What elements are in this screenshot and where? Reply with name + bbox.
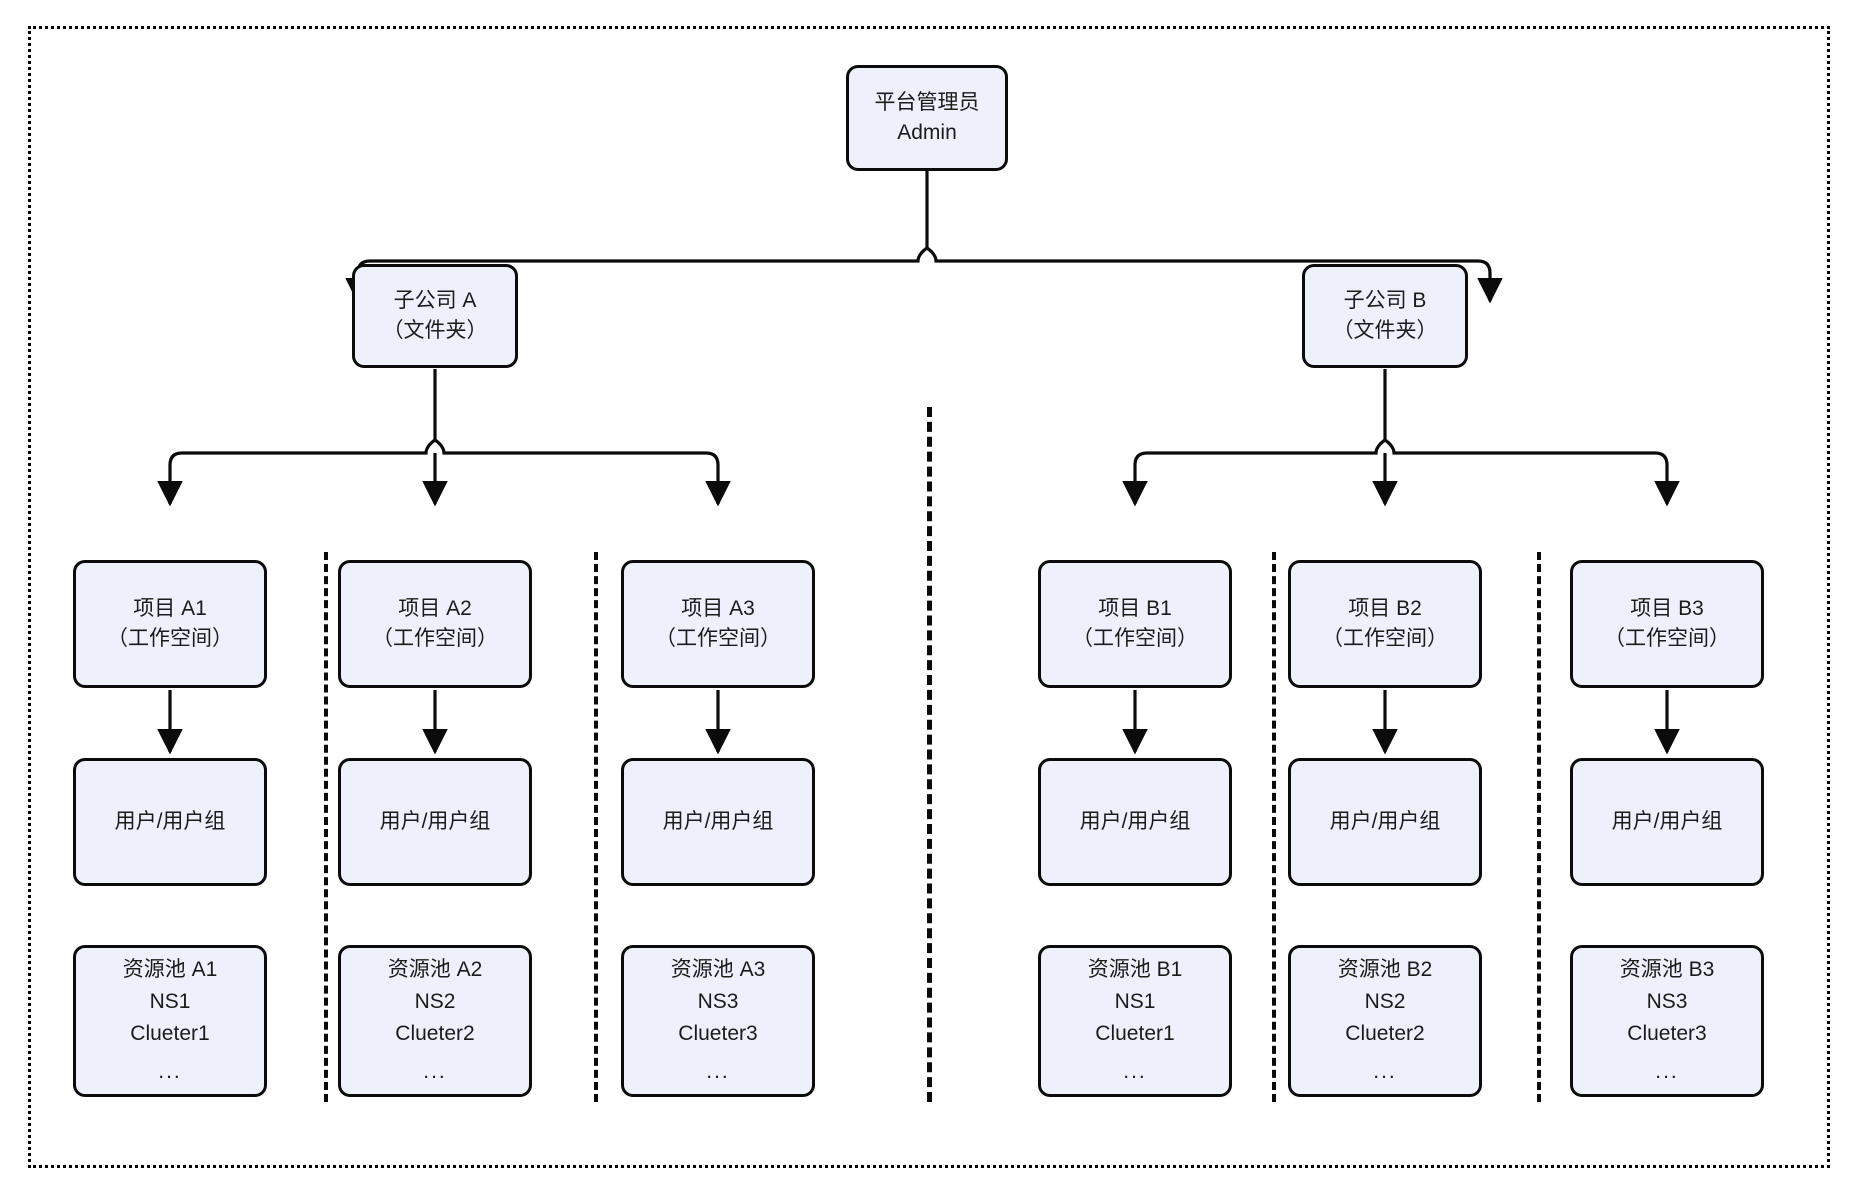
node-pool-a1-line1: 资源池 A1 xyxy=(122,958,218,982)
node-pool-b1-line3: Clueter1 xyxy=(1095,1022,1175,1045)
node-users-b3-label: 用户/用户组 xyxy=(1611,810,1723,834)
node-subsidiary-b-line2: （文件夹） xyxy=(1332,319,1438,342)
column-separator-a1-a2 xyxy=(324,552,328,1102)
node-users-a1[interactable]: 用户/用户组 xyxy=(73,758,267,886)
node-project-b2-line2: （工作空间） xyxy=(1322,627,1448,650)
node-platform-admin-line1: 平台管理员 xyxy=(874,91,980,115)
node-platform-admin[interactable]: 平台管理员 Admin xyxy=(846,65,1008,171)
node-project-b1[interactable]: 项目 B1 （工作空间） xyxy=(1038,560,1232,688)
node-pool-b3-line2: NS3 xyxy=(1646,990,1688,1014)
diagram-outer-frame xyxy=(28,26,1830,1168)
node-pool-b1-line4: ... xyxy=(1123,1059,1147,1083)
node-project-b1-line2: （工作空间） xyxy=(1072,627,1198,650)
node-pool-a1-line3: Clueter1 xyxy=(130,1022,210,1045)
node-subsidiary-b-line1: 子公司 B xyxy=(1343,289,1427,313)
node-pool-a2[interactable]: 资源池 A2 NS2 Clueter2 ... xyxy=(338,945,532,1097)
node-pool-a3-line3: Clueter3 xyxy=(678,1022,758,1045)
node-pool-b2-line4: ... xyxy=(1373,1059,1397,1083)
node-pool-a1-line2: NS1 xyxy=(149,990,191,1014)
node-project-a1[interactable]: 项目 A1 （工作空间） xyxy=(73,560,267,688)
node-project-a3[interactable]: 项目 A3 （工作空间） xyxy=(621,560,815,688)
node-project-b3-line1: 项目 B3 xyxy=(1630,597,1704,621)
node-project-a3-line2: （工作空间） xyxy=(655,627,781,650)
node-pool-b3-line1: 资源池 B3 xyxy=(1619,958,1715,982)
node-pool-b3-line4: ... xyxy=(1655,1059,1679,1083)
node-project-b3[interactable]: 项目 B3 （工作空间） xyxy=(1570,560,1764,688)
node-users-b2[interactable]: 用户/用户组 xyxy=(1288,758,1482,886)
node-project-a1-line1: 项目 A1 xyxy=(133,597,207,621)
node-pool-a3-line1: 资源池 A3 xyxy=(670,958,766,982)
node-project-a2[interactable]: 项目 A2 （工作空间） xyxy=(338,560,532,688)
node-project-a2-line1: 项目 A2 xyxy=(398,597,472,621)
node-pool-b1-line2: NS1 xyxy=(1114,990,1156,1014)
node-users-a3[interactable]: 用户/用户组 xyxy=(621,758,815,886)
node-users-b3[interactable]: 用户/用户组 xyxy=(1570,758,1764,886)
node-pool-b2[interactable]: 资源池 B2 NS2 Clueter2 ... xyxy=(1288,945,1482,1097)
node-users-a1-label: 用户/用户组 xyxy=(114,810,226,834)
column-separator-b2-b3 xyxy=(1537,552,1541,1102)
node-pool-a2-line3: Clueter2 xyxy=(395,1022,475,1045)
node-pool-b3-line3: Clueter3 xyxy=(1627,1022,1707,1045)
node-project-b1-line1: 项目 B1 xyxy=(1098,597,1172,621)
node-users-b1[interactable]: 用户/用户组 xyxy=(1038,758,1232,886)
node-users-a2[interactable]: 用户/用户组 xyxy=(338,758,532,886)
node-platform-admin-line2: Admin xyxy=(897,121,957,144)
node-pool-a3-line4: ... xyxy=(706,1059,730,1083)
node-pool-a1-line4: ... xyxy=(158,1059,182,1083)
node-pool-a2-line2: NS2 xyxy=(414,990,456,1014)
node-project-a3-line1: 项目 A3 xyxy=(681,597,755,621)
node-pool-b2-line1: 资源池 B2 xyxy=(1337,958,1433,982)
node-subsidiary-a[interactable]: 子公司 A （文件夹） xyxy=(352,264,518,368)
node-users-a3-label: 用户/用户组 xyxy=(662,810,774,834)
node-subsidiary-b[interactable]: 子公司 B （文件夹） xyxy=(1302,264,1468,368)
node-users-a2-label: 用户/用户组 xyxy=(379,810,491,834)
node-subsidiary-a-line1: 子公司 A xyxy=(393,289,477,313)
node-project-a1-line2: （工作空间） xyxy=(107,627,233,650)
node-project-a2-line2: （工作空间） xyxy=(372,627,498,650)
node-subsidiary-a-line2: （文件夹） xyxy=(382,319,488,342)
node-pool-a3-line2: NS3 xyxy=(697,990,739,1014)
company-separator xyxy=(927,407,932,1102)
node-project-b2-line1: 项目 B2 xyxy=(1348,597,1422,621)
column-separator-b1-b2 xyxy=(1272,552,1276,1102)
node-project-b3-line2: （工作空间） xyxy=(1604,627,1730,650)
node-pool-a1[interactable]: 资源池 A1 NS1 Clueter1 ... xyxy=(73,945,267,1097)
node-pool-b2-line3: Clueter2 xyxy=(1345,1022,1425,1045)
column-separator-a2-a3 xyxy=(594,552,598,1102)
node-pool-b1-line1: 资源池 B1 xyxy=(1087,958,1183,982)
node-pool-b2-line2: NS2 xyxy=(1364,990,1406,1014)
node-project-b2[interactable]: 项目 B2 （工作空间） xyxy=(1288,560,1482,688)
node-pool-a3[interactable]: 资源池 A3 NS3 Clueter3 ... xyxy=(621,945,815,1097)
node-pool-a2-line4: ... xyxy=(423,1059,447,1083)
node-users-b1-label: 用户/用户组 xyxy=(1079,810,1191,834)
node-pool-a2-line1: 资源池 A2 xyxy=(387,958,483,982)
node-pool-b3[interactable]: 资源池 B3 NS3 Clueter3 ... xyxy=(1570,945,1764,1097)
node-pool-b1[interactable]: 资源池 B1 NS1 Clueter1 ... xyxy=(1038,945,1232,1097)
node-users-b2-label: 用户/用户组 xyxy=(1329,810,1441,834)
